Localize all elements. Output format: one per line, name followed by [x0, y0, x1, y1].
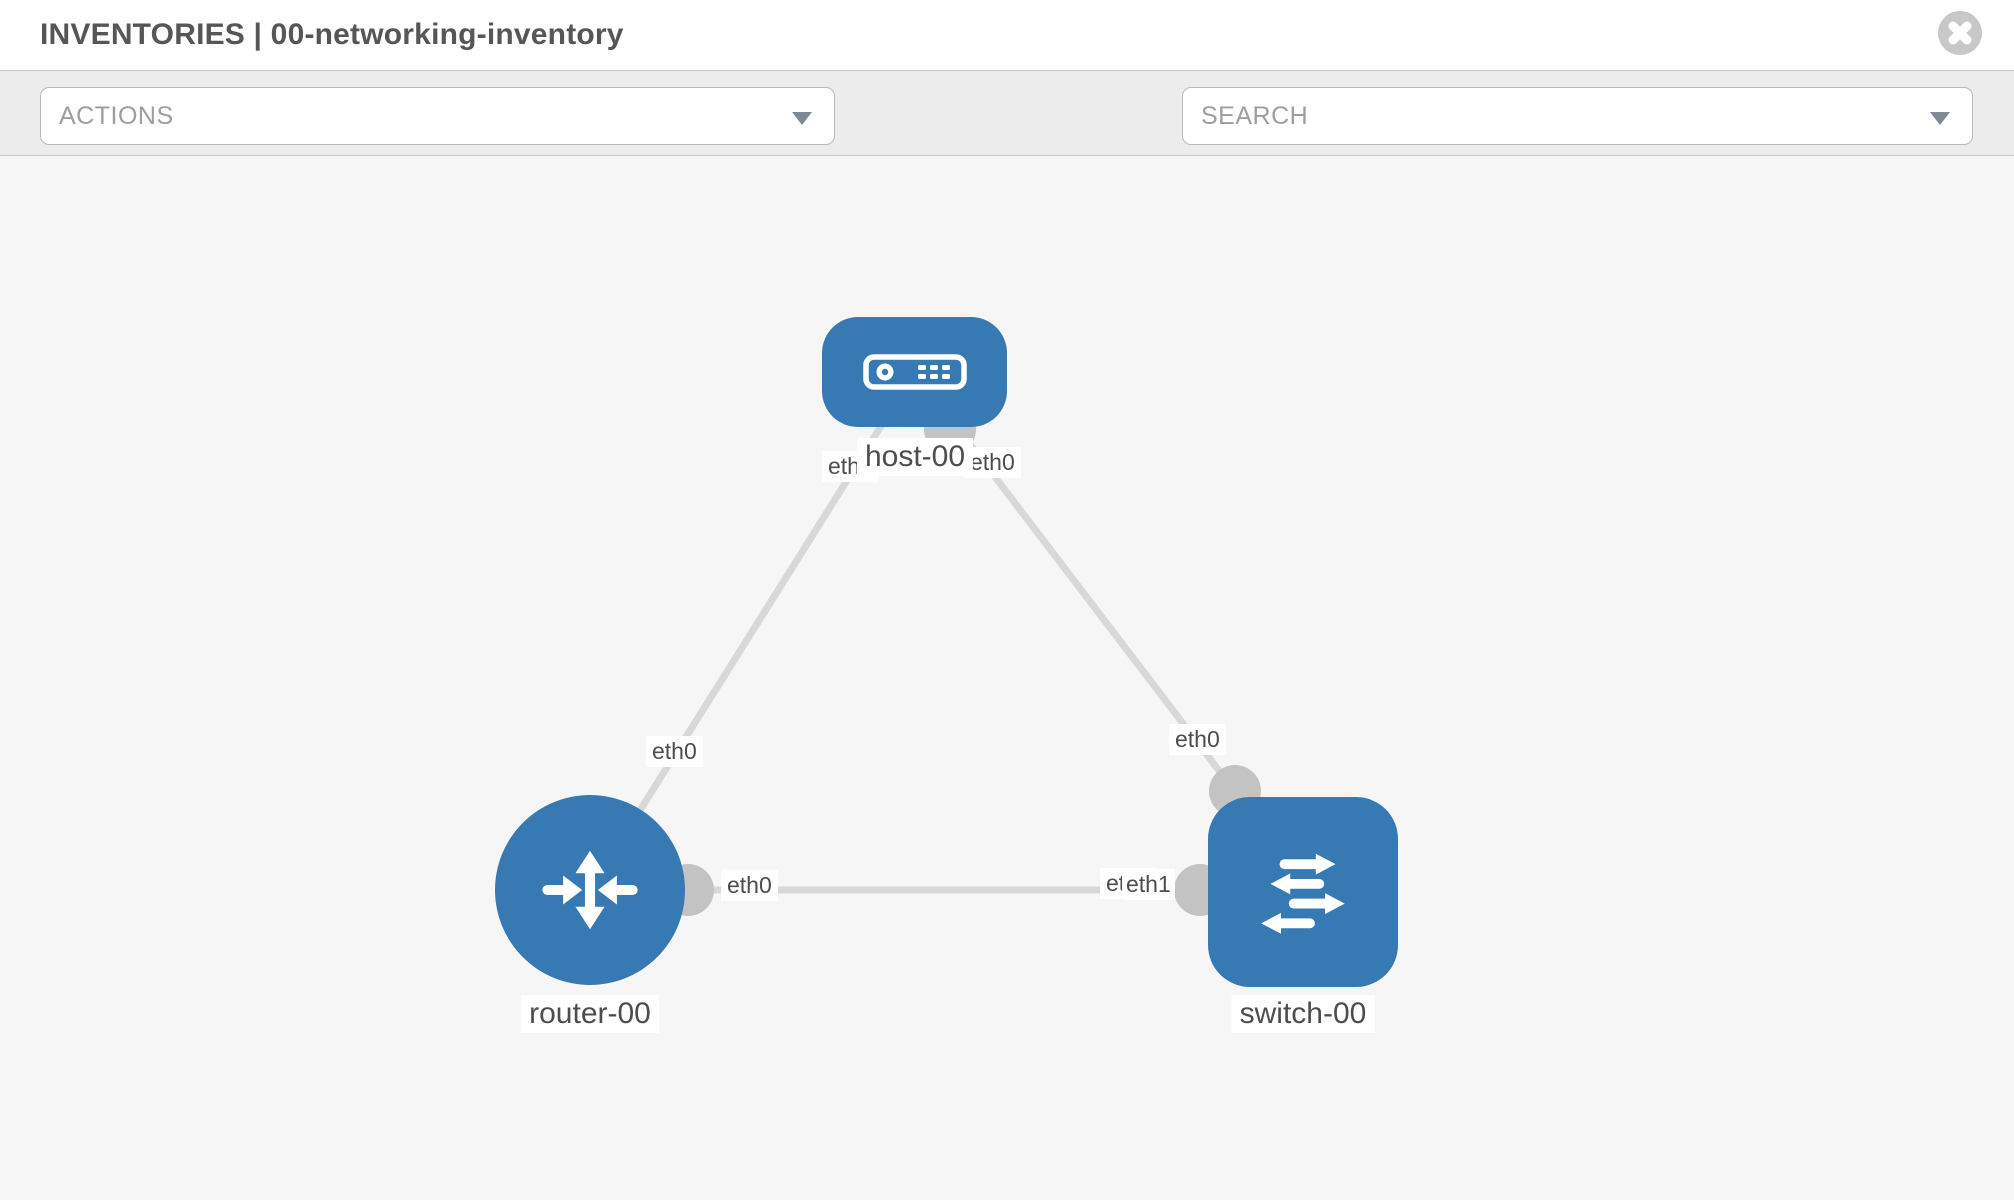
actions-dropdown-label: ACTIONS	[59, 102, 174, 130]
node-switch-00[interactable]	[1208, 797, 1398, 987]
host-node-icon	[862, 354, 967, 390]
node-host-00[interactable]	[822, 317, 1007, 427]
chevron-down-icon	[1930, 112, 1950, 125]
close-button[interactable]	[1938, 11, 1982, 55]
port-label: eth0	[721, 870, 778, 901]
node-router-00[interactable]	[495, 795, 685, 985]
chevron-down-icon	[792, 112, 812, 125]
node-label-host-00: host-00	[856, 438, 974, 476]
port-label: eth0	[646, 736, 703, 767]
router-node-icon	[542, 850, 638, 930]
topology-canvas[interactable]: eth0 eth0 eth0 eth0 eth0 eth0 eth1 host-…	[0, 156, 2014, 1200]
header: INVENTORIES | 00-networking-inventory	[0, 0, 2014, 70]
search-dropdown-label: SEARCH	[1201, 102, 1309, 130]
port-label: eth0	[964, 447, 1021, 478]
topology-links-layer	[587, 369, 1261, 916]
node-label-switch-00: switch-00	[1231, 995, 1375, 1033]
page-title: INVENTORIES | 00-networking-inventory	[40, 18, 624, 51]
node-label-router-00: router-00	[521, 995, 659, 1033]
search-dropdown[interactable]: SEARCH	[1182, 87, 1973, 145]
close-icon	[1948, 21, 1972, 45]
port-label: eth0	[1169, 724, 1226, 755]
actions-dropdown[interactable]: ACTIONS	[40, 87, 835, 145]
toolbar: ACTIONS SEARCH	[0, 70, 2014, 205]
port-label: eth1	[1122, 869, 1175, 900]
switch-node-icon	[1261, 853, 1345, 934]
